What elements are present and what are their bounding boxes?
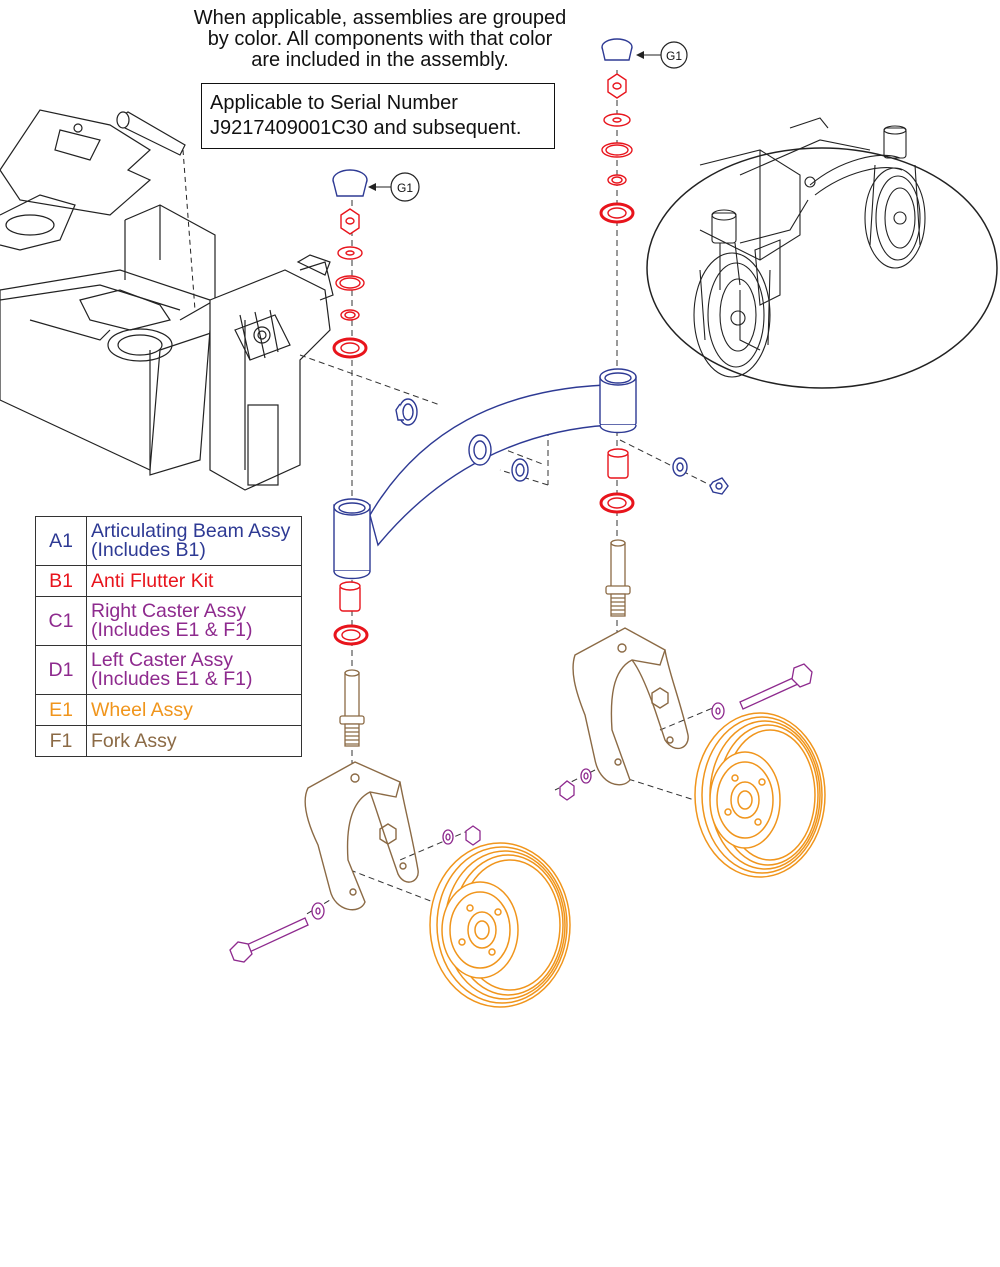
- anti-flutter-stack-right: [599, 73, 635, 514]
- g1-left-label: G1: [397, 181, 413, 195]
- note-line-2: by color. All components with that color: [207, 28, 553, 50]
- legend-code: F1: [35, 725, 87, 757]
- legend-desc: Fork Assy: [86, 725, 302, 757]
- legend-code: B1: [35, 565, 87, 597]
- note-line-3: are included in the assembly.: [251, 49, 509, 71]
- legend-row-b1: B1 Anti Flutter Kit: [35, 565, 302, 597]
- note-line-1: When applicable, assemblies are grouped: [193, 7, 567, 29]
- legend-desc-line1: Articulating Beam Assy: [91, 520, 291, 542]
- legend-desc-line2: (Includes E1 & F1): [91, 668, 253, 690]
- g1-callout-left: G1: [368, 172, 420, 202]
- articulating-beam: [333, 368, 637, 580]
- legend-row-d1: D1 Left Caster Assy (Includes E1 & F1): [35, 645, 302, 695]
- color-grouping-note: When applicable, assemblies are grouped …: [160, 8, 600, 71]
- legend-desc-line2: (Includes B1): [91, 539, 206, 561]
- g1-right-label: G1: [666, 49, 682, 63]
- assembled-view-inset: [646, 117, 998, 389]
- frame-bolt: [116, 111, 186, 156]
- cap-g1-left: [332, 169, 368, 197]
- serial-line-1: Applicable to Serial Number: [210, 92, 458, 114]
- anti-flutter-stack-left: [332, 208, 369, 646]
- serial-number-box: Applicable to Serial Number J9217409001C…: [201, 83, 555, 149]
- legend-desc-line1: Right Caster Assy: [91, 600, 246, 622]
- g1-callout-right: G1: [636, 41, 688, 69]
- caster-stem-left: [339, 669, 365, 747]
- legend-desc: Anti Flutter Kit: [86, 565, 302, 597]
- legend-desc-line2: (Includes E1 & F1): [91, 619, 253, 641]
- axle-hardware-right: [559, 663, 813, 801]
- caster-fork-left: [304, 761, 419, 911]
- chassis-frame: [0, 109, 334, 491]
- caster-stem-right: [605, 539, 631, 617]
- legend-code: D1: [35, 645, 87, 695]
- axle-hardware-left: [229, 825, 481, 963]
- caster-fork-right: [572, 627, 689, 786]
- legend-desc: Right Caster Assy (Includes E1 & F1): [86, 596, 302, 646]
- legend-code: A1: [35, 516, 87, 566]
- legend-row-f1: F1 Fork Assy: [35, 725, 302, 757]
- legend-code: E1: [35, 694, 87, 726]
- serial-line-2: J9217409001C30 and subsequent.: [210, 117, 522, 139]
- legend-row-a1: A1 Articulating Beam Assy (Includes B1): [35, 516, 302, 566]
- legend-desc: Articulating Beam Assy (Includes B1): [86, 516, 302, 566]
- legend-desc-line1: Left Caster Assy: [91, 649, 233, 671]
- legend-row-c1: C1 Right Caster Assy (Includes E1 & F1): [35, 596, 302, 646]
- legend-desc: Left Caster Assy (Includes E1 & F1): [86, 645, 302, 695]
- legend-code: C1: [35, 596, 87, 646]
- cap-g1-right: [601, 38, 633, 61]
- wheel-right: [694, 712, 826, 878]
- legend-desc: Wheel Assy: [86, 694, 302, 726]
- legend-row-e1: E1 Wheel Assy: [35, 694, 302, 726]
- assembly-legend: A1 Articulating Beam Assy (Includes B1) …: [35, 516, 302, 757]
- wheel-left: [429, 842, 571, 1008]
- beam-bushings: [395, 398, 729, 495]
